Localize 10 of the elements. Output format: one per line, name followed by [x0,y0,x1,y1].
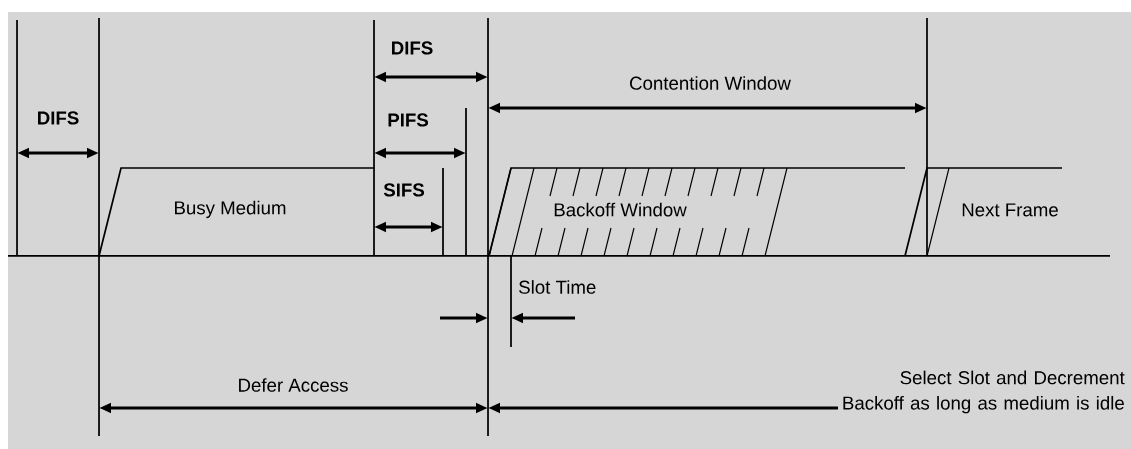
dimension-label: Slot Time [519,280,596,294]
dimension-label: PIFS [388,113,429,127]
dimension-label: Defer Access [239,378,348,392]
signal-block: Next Frame [904,167,1063,257]
dimension-label: Contention Window [630,76,791,90]
signal-block: Busy Medium [98,167,375,257]
dimension-label: DIFS [392,41,433,55]
dimension-label: DIFS [38,111,79,125]
hatched-block: Backoff Window [488,167,950,257]
note-text: Select Slot and Decrement Backoff as long as medium is idle [843,370,1125,414]
